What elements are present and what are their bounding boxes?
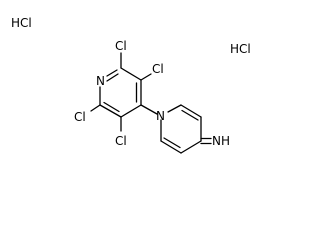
atom-n-pyridinylidene: N xyxy=(156,109,165,123)
bond-n-c2 xyxy=(106,69,118,77)
bond-c2-c3-inner xyxy=(181,109,199,121)
bond-c4-c5 xyxy=(180,140,202,154)
bond-c5-c6 xyxy=(99,104,122,118)
bond-c4-n1 xyxy=(140,104,158,115)
atom-cl-right: Cl xyxy=(152,62,164,76)
atom-cl-top-right: Cl xyxy=(115,39,127,53)
bond-c2-n-inner xyxy=(106,73,119,82)
hcl-right-label: HCl xyxy=(230,42,251,56)
bond-c4-c5 xyxy=(120,104,142,118)
bond-c2-c3 xyxy=(120,67,142,81)
bond-c6-cl xyxy=(90,104,101,112)
bond-n1-c2 xyxy=(167,104,182,113)
atom-imine: NH xyxy=(212,134,230,148)
pyridinimine-ring xyxy=(160,104,212,154)
bond-c5-c6-inner xyxy=(103,101,120,113)
atom-ring-n: N xyxy=(96,74,105,88)
chlorine-bonds xyxy=(90,52,152,132)
bond-c2-c3 xyxy=(180,104,202,118)
pyridine-ring xyxy=(99,67,142,118)
bond-c3-cl xyxy=(140,73,152,81)
hcl-left-label: HCl xyxy=(11,16,32,30)
atom-cl-left: Cl xyxy=(74,110,86,124)
atom-cl-bottom: Cl xyxy=(115,134,127,148)
bond-c5-c6 xyxy=(160,140,182,154)
bond-c5-c6-inner xyxy=(163,137,181,149)
molecule-structure: HCl HCl N Cl Cl Cl Cl N NH xyxy=(11,16,251,154)
